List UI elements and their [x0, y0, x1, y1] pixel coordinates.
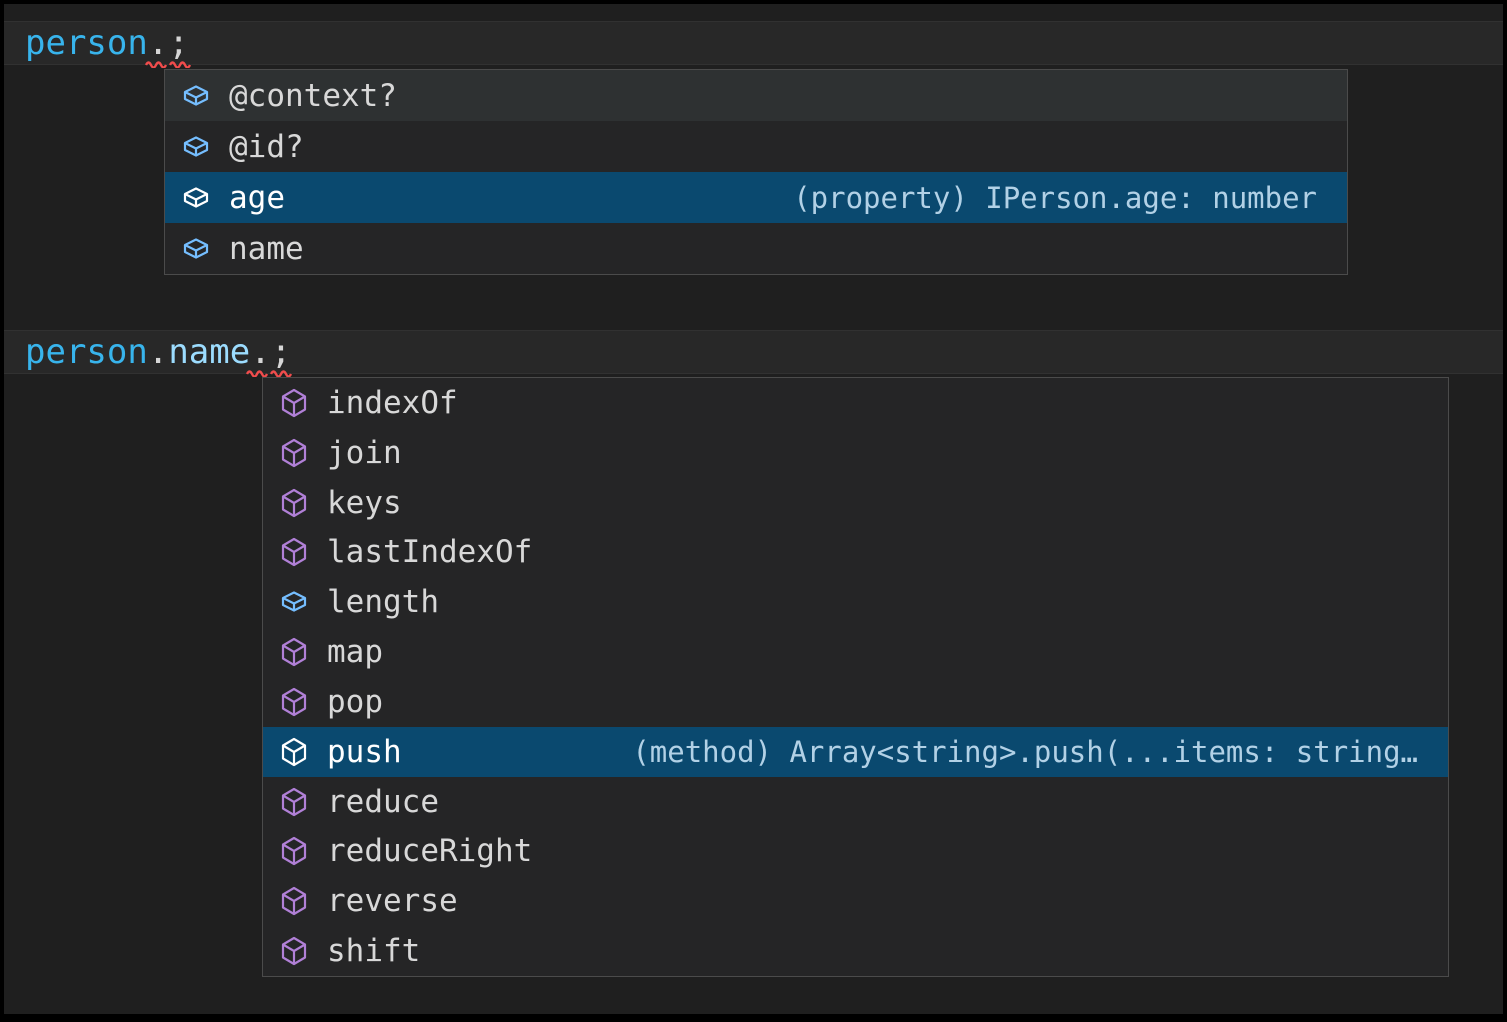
code-line-2[interactable]: person.name.; — [25, 330, 291, 374]
suggestion-label: map — [327, 634, 383, 671]
suggestion-item-pop[interactable]: pop — [263, 677, 1448, 727]
suggestion-item-reduce[interactable]: reduce — [263, 777, 1448, 827]
suggest-widget-1: @context? @id? age (property) — [164, 69, 1348, 275]
suggestion-label: reduce — [327, 783, 439, 820]
error-squiggle — [270, 370, 293, 377]
suggestion-label: lastIndexOf — [327, 534, 533, 571]
suggestion-item-join[interactable]: join — [263, 428, 1448, 478]
suggestion-item-name[interactable]: name — [165, 223, 1347, 274]
symbol-method-icon — [276, 883, 312, 919]
error-squiggle — [246, 370, 269, 377]
code-token-semicolon: ; — [270, 332, 292, 372]
suggestion-label: keys — [327, 484, 402, 521]
symbol-method-icon — [276, 684, 312, 720]
symbol-method-icon — [276, 634, 312, 670]
suggestion-label: @id? — [229, 128, 304, 165]
code-token-dot: . — [250, 332, 271, 372]
symbol-field-icon — [178, 78, 214, 114]
symbol-method-icon — [276, 435, 312, 471]
suggestion-label: join — [327, 434, 402, 471]
suggestion-item-reduceright[interactable]: reduceRight — [263, 826, 1448, 876]
code-token-semicolon: ; — [168, 23, 189, 63]
code-line-1[interactable]: person.; — [25, 21, 189, 65]
symbol-method-icon — [276, 485, 312, 521]
suggestion-label: shift — [327, 933, 421, 970]
suggestion-detail: (method) Array<string>.push(...items: st… — [632, 734, 1418, 769]
suggestion-item-map[interactable]: map — [263, 627, 1448, 677]
suggestion-item-indexof[interactable]: indexOf — [263, 378, 1448, 428]
symbol-field-icon — [178, 231, 214, 267]
suggestion-label: push — [327, 733, 402, 770]
suggestion-item-keys[interactable]: keys — [263, 478, 1448, 528]
suggestion-label: indexOf — [327, 384, 458, 421]
code-token-variable: person — [25, 23, 148, 63]
symbol-field-icon — [276, 584, 312, 620]
symbol-method-icon — [276, 534, 312, 570]
symbol-field-icon — [178, 180, 214, 216]
error-squiggle — [169, 61, 192, 68]
current-line-highlight — [4, 330, 1503, 374]
suggestion-item-length[interactable]: length — [263, 577, 1448, 627]
symbol-method-icon — [276, 833, 312, 869]
symbol-field-icon — [178, 129, 214, 165]
suggestion-label: @context? — [229, 77, 397, 114]
suggestion-item-reverse[interactable]: reverse — [263, 876, 1448, 926]
suggestion-item-push[interactable]: push (method) Array<string>.push(...item… — [263, 726, 1448, 777]
error-squiggle — [145, 61, 168, 68]
suggestion-item-shift[interactable]: shift — [263, 926, 1448, 976]
symbol-method-icon — [276, 784, 312, 820]
symbol-method-icon — [276, 734, 312, 770]
suggestion-label: length — [327, 584, 439, 621]
code-token-property: name — [168, 332, 251, 372]
symbol-method-icon — [276, 933, 312, 969]
symbol-method-icon — [276, 385, 312, 421]
suggestion-item-lastindexof[interactable]: lastIndexOf — [263, 527, 1448, 577]
current-line-highlight — [4, 21, 1503, 65]
suggestion-item-age[interactable]: age (property) IPerson.age: number — [165, 172, 1347, 223]
suggestion-label: age — [229, 179, 285, 216]
code-token-variable: person — [25, 332, 148, 372]
suggestion-item-context[interactable]: @context? — [165, 70, 1347, 121]
suggestion-label: pop — [327, 683, 383, 720]
suggestion-label: name — [229, 230, 304, 267]
suggest-widget-2: indexOf join keys — [262, 377, 1449, 977]
suggestion-item-id[interactable]: @id? — [165, 121, 1347, 172]
suggestion-detail: (property) IPerson.age: number — [793, 180, 1317, 215]
code-token-dot: . — [147, 332, 169, 372]
suggestion-label: reverse — [327, 883, 458, 920]
code-token-dot: . — [147, 23, 169, 63]
suggestion-label: reduceRight — [327, 833, 533, 870]
